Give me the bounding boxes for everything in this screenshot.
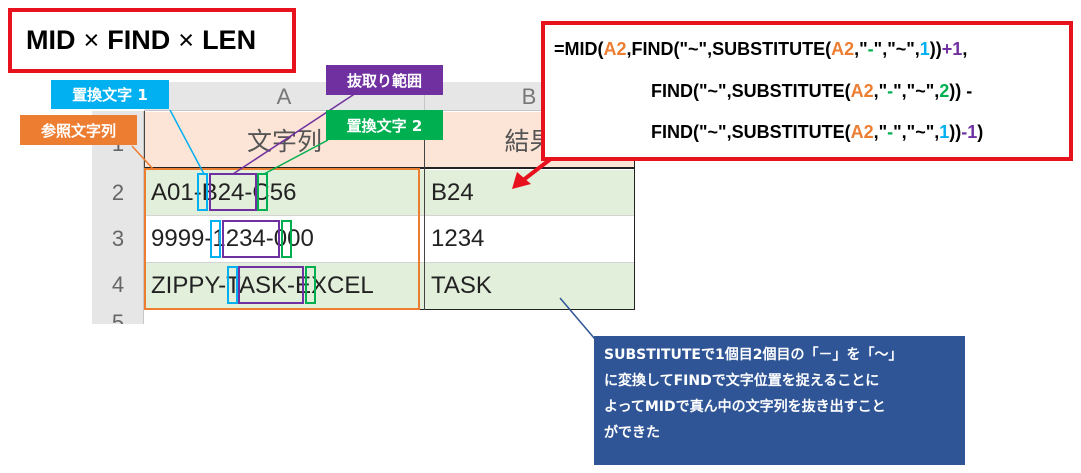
row-header-5[interactable]: 5 [111, 310, 125, 324]
replace2-highlight [305, 266, 316, 304]
formula-segment: =MID( [554, 39, 604, 59]
formula-segment: ","~", [893, 122, 940, 142]
formula-segment: , [962, 39, 968, 59]
formula-segment: ","~", [893, 81, 940, 101]
formula-segment: FIND("~",SUBSTITUTE( [651, 81, 851, 101]
replace1-highlight [227, 266, 238, 304]
formula-line-2: FIND("~",SUBSTITUTE(A2,"-","~",2)) - [651, 81, 972, 102]
formula-line-3: FIND("~",SUBSTITUTE(A2,"-","~",1))-1) [651, 122, 983, 143]
grid-line [144, 215, 634, 216]
formula-segment: ) [977, 122, 984, 142]
explanation-note: SUBSTITUTEで1個目2個目の「－」を「～」 に変換してFINDで文字位置… [594, 336, 965, 465]
cell-a2[interactable]: A01-B24-C56 [145, 170, 424, 215]
note-line: よってMIDで真ん中の文字列を抜き出すこと [604, 399, 886, 415]
reference-range-box [144, 168, 420, 310]
formula-line-1: =MID(A2,FIND("~",SUBSTITUTE(A2,"-","~",1… [554, 39, 967, 60]
extract-label: 抜取り範囲 [326, 65, 443, 95]
formula-arrow-head [512, 172, 531, 189]
formula-segment: A2 [850, 81, 874, 101]
column-header-b[interactable]: B [521, 84, 537, 109]
replace1-leader [169, 109, 205, 175]
formula-segment: )) - [949, 81, 973, 101]
cell-b2[interactable]: B24 [425, 170, 634, 215]
replace2-highlight [281, 220, 292, 258]
formula-segment: ," [854, 39, 868, 59]
extract-highlight [222, 220, 280, 258]
title-box: MID × FIND × LEN [8, 8, 296, 73]
replace2-highlight [257, 173, 268, 211]
replace1-label: 置換文字 1 [51, 80, 169, 109]
replace1-highlight [210, 220, 221, 258]
row-header-2[interactable]: 2 [111, 180, 125, 205]
note-line: に変換してFINDで文字位置を捉えることに [604, 373, 880, 389]
formula-segment: 2 [939, 81, 950, 101]
times-symbol: × [83, 25, 100, 55]
formula-segment: 1 [919, 39, 930, 59]
table-border [634, 111, 635, 310]
formula-segment: - [867, 39, 874, 59]
reference-leader [131, 145, 155, 171]
grid-line [144, 262, 634, 263]
replace2-leader [263, 139, 329, 175]
note-leader [559, 297, 601, 346]
row-header-column [92, 111, 144, 324]
formula-segment: )) [929, 39, 942, 59]
formula-segment: +1 [941, 39, 963, 59]
formula-arrow-shaft [520, 156, 554, 183]
formula-segment: A2 [603, 39, 627, 59]
formula-segment: ," [873, 81, 888, 101]
formula-segment: ,FIND("~",SUBSTITUTE( [626, 39, 832, 59]
row-header-4[interactable]: 4 [111, 272, 125, 297]
formula-segment: )) [949, 122, 962, 142]
title-find: FIND [107, 25, 171, 55]
formula-segment: FIND("~",SUBSTITUTE( [651, 122, 851, 142]
note-line: ができた [604, 425, 660, 441]
column-separator [424, 82, 425, 111]
replace1-highlight [197, 173, 208, 211]
grid-line [424, 111, 425, 310]
times-symbol: × [178, 25, 195, 55]
formula-segment: 1 [939, 122, 950, 142]
formula-segment: - [887, 122, 894, 142]
title-mid: MID [26, 25, 76, 55]
reference-label: 参照文字列 [20, 115, 137, 145]
formula-segment: -1 [961, 122, 978, 142]
formula-segment: ," [873, 122, 888, 142]
formula-box: =MID(A2,FIND("~",SUBSTITUTE(A2,"-","~",1… [541, 21, 1073, 161]
extract-highlight [238, 266, 304, 304]
column-header-a[interactable]: A [276, 84, 292, 109]
cell-b3[interactable]: 1234 [431, 225, 485, 252]
row-header-3[interactable]: 3 [111, 226, 125, 251]
formula-segment: A2 [831, 39, 855, 59]
replace2-label: 置換文字 2 [326, 110, 443, 140]
title-len: LEN [202, 25, 257, 55]
cell-a3[interactable]: 9999-1234-000 [151, 225, 314, 252]
cell-b4[interactable]: TASK [425, 263, 634, 309]
formula-segment: A2 [850, 122, 874, 142]
note-line: SUBSTITUTEで1個目2個目の「－」を「～」 [604, 347, 903, 363]
formula-segment: ","~", [873, 39, 920, 59]
cell-a4[interactable]: ZIPPY-TASK-EXCEL [145, 263, 424, 309]
formula-segment: - [887, 81, 894, 101]
extract-leader [232, 92, 357, 175]
